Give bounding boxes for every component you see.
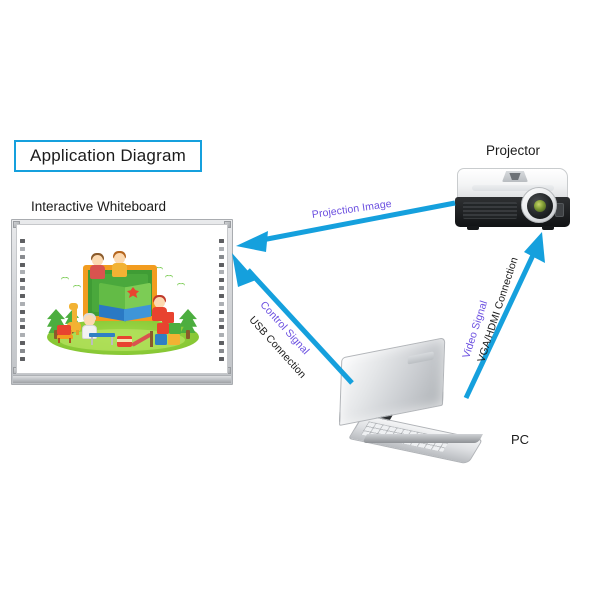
giraffe-head	[69, 303, 78, 310]
whiteboard-pen-tray	[13, 375, 231, 383]
toolbar-icon[interactable]	[20, 349, 25, 354]
child-body	[90, 265, 105, 279]
projector-foot	[467, 226, 479, 230]
toolbar-icon[interactable]	[219, 246, 224, 251]
toolbar-icon[interactable]	[20, 356, 25, 361]
desk-leg	[91, 337, 93, 345]
toy-block	[168, 334, 180, 345]
pc-caption: PC	[511, 432, 530, 447]
tree-trunk	[54, 330, 58, 339]
chair-leg	[69, 338, 71, 343]
child-head	[114, 253, 125, 264]
projector-device[interactable]	[455, 168, 570, 230]
illustration-child	[111, 251, 129, 277]
projector-lens-barrel	[527, 193, 553, 219]
giraffe-neck	[72, 305, 77, 323]
projector-vent-icon	[502, 171, 528, 182]
child-head	[84, 315, 95, 326]
toolbar-icon[interactable]	[219, 294, 224, 299]
illustration-slide	[131, 325, 155, 347]
bird-icon	[165, 275, 173, 280]
giraffe-leg	[76, 330, 79, 335]
illustration-drum	[117, 336, 132, 347]
bird-icon	[73, 285, 81, 290]
toy-block	[169, 323, 181, 334]
whiteboard-surface[interactable]	[16, 224, 228, 374]
toolbar-icon[interactable]	[219, 349, 224, 354]
projector-lens	[521, 187, 557, 223]
illustration-child	[89, 253, 105, 279]
whiteboard-toolbar-left[interactable]	[19, 239, 26, 361]
toolbar-icon[interactable]	[219, 309, 224, 314]
chair-seat	[57, 335, 73, 339]
toolbar-icon[interactable]	[219, 341, 224, 346]
toolbar-icon[interactable]	[20, 262, 25, 267]
toolbar-icon[interactable]	[20, 246, 25, 251]
projector-caption: Projector	[486, 143, 541, 158]
toolbar-icon[interactable]	[219, 270, 224, 275]
toolbar-icon[interactable]	[20, 254, 25, 259]
projector-foot	[542, 226, 554, 230]
toolbar-icon[interactable]	[219, 325, 224, 330]
chair-back	[57, 325, 71, 335]
laptop-computer[interactable]	[333, 337, 488, 465]
illustration-toy-blocks	[155, 312, 181, 345]
toolbar-icon[interactable]	[219, 286, 224, 291]
toolbar-icon[interactable]	[20, 317, 25, 322]
whiteboard-toolbar-right[interactable]	[218, 239, 225, 361]
toolbar-icon[interactable]	[219, 254, 224, 259]
whiteboard-caption: Interactive Whiteboard	[31, 199, 167, 214]
illustration-chair	[57, 325, 73, 343]
toolbar-icon[interactable]	[20, 341, 25, 346]
laptop-lid	[339, 337, 446, 426]
toolbar-icon[interactable]	[20, 294, 25, 299]
toolbar-icon[interactable]	[20, 286, 25, 291]
giraffe-body	[67, 322, 81, 332]
interactive-whiteboard[interactable]	[11, 219, 233, 385]
child-body	[112, 263, 127, 277]
toolbar-icon[interactable]	[20, 325, 25, 330]
child-head	[154, 297, 165, 308]
child-head	[92, 255, 103, 266]
slide-ramp	[131, 332, 153, 347]
projector-grille	[463, 202, 517, 219]
toolbar-icon[interactable]	[20, 270, 25, 275]
toolbar-icon[interactable]	[20, 239, 25, 243]
toolbar-icon[interactable]	[20, 309, 25, 314]
toolbar-icon[interactable]	[219, 239, 224, 243]
desk-top	[89, 333, 115, 337]
toy-block	[162, 312, 174, 323]
chair-leg	[58, 338, 60, 343]
projector-lens-glass	[534, 200, 546, 212]
diagram-title-box: Application Diagram	[14, 140, 202, 172]
toolbar-icon[interactable]	[219, 301, 224, 306]
toolbar-icon[interactable]	[219, 278, 224, 283]
bird-icon	[177, 283, 185, 288]
toolbar-icon[interactable]	[20, 278, 25, 283]
toolbar-icon[interactable]	[219, 262, 224, 267]
toolbar-icon[interactable]	[219, 333, 224, 338]
bird-icon	[61, 277, 69, 282]
illustration-open-book	[99, 282, 151, 322]
toy-block	[155, 334, 167, 345]
laptop-front-edge	[362, 434, 483, 443]
toolbar-icon[interactable]	[20, 333, 25, 338]
toolbar-icon[interactable]	[219, 317, 224, 322]
maple-leaf-icon	[127, 287, 139, 298]
toy-block	[157, 323, 169, 334]
slide-post	[150, 331, 153, 347]
whiteboard-illustration	[43, 251, 203, 357]
desk-leg	[111, 337, 113, 345]
toolbar-icon[interactable]	[20, 301, 25, 306]
projector-top-shell	[457, 168, 568, 199]
tree-trunk	[186, 330, 190, 339]
illustration-desk	[89, 333, 115, 345]
arrow-label-projection-image: Projection Image	[311, 197, 393, 221]
toolbar-icon[interactable]	[219, 356, 224, 361]
page-title: Application Diagram	[30, 146, 186, 165]
